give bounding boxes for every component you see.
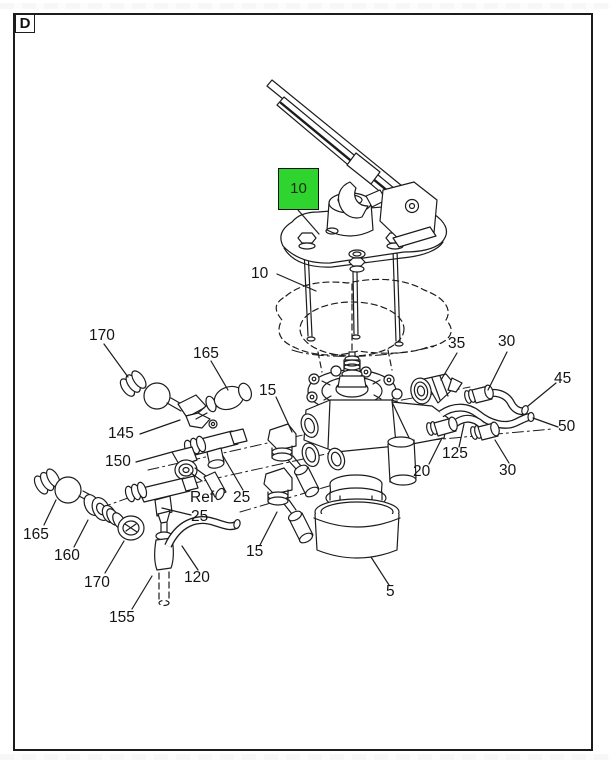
highlight-leader-line: [298, 210, 319, 234]
elbow-15-upper-group: [268, 424, 320, 499]
fitting-30-upper: [463, 384, 494, 404]
callout-fitting-30-lower: 30: [499, 462, 517, 479]
ref-tee-25: [124, 476, 198, 523]
section-label-box: D: [15, 14, 35, 33]
callout-fitting-170-lower: 170: [84, 574, 110, 591]
assembly-150: [172, 429, 247, 501]
callout-elbow-15-lower: 15: [246, 543, 264, 560]
callout-fitting-165-upper: 165: [193, 345, 219, 362]
plate-bolt-left: [298, 233, 316, 249]
callout-hose-50: 50: [558, 418, 576, 435]
flange-tabs: [307, 366, 402, 402]
callout-fitting-160: 160: [54, 547, 80, 564]
fitting-group-left-lower: [32, 467, 241, 606]
callout-tee-25-left: 25: [191, 508, 209, 525]
callout-filter-5: 5: [386, 583, 395, 600]
callout-fitting-30-upper: 30: [498, 333, 516, 350]
leader-lines: [44, 210, 558, 609]
filter-canister-5: [314, 499, 400, 558]
pedal-assembly: [267, 80, 437, 247]
fitting-170-lower: [104, 507, 144, 540]
callout-elbow-15-upper: 15: [259, 382, 277, 399]
fitting-165-lower: [32, 467, 63, 496]
callout-hose-125: 125: [442, 445, 468, 462]
plate-bolt-center: [349, 258, 365, 272]
fitting-20: [425, 416, 458, 436]
callout-tee-25-right: 25: [233, 489, 251, 506]
pedal-clevis: [338, 182, 368, 218]
print-noise-bottom: [0, 754, 610, 760]
mounting-gasket: [276, 279, 451, 356]
highlight-callout-label: 10: [290, 180, 307, 197]
fitting-group-left-upper: [118, 368, 254, 500]
callout-valve-155: 155: [109, 609, 135, 626]
print-noise-top: [0, 3, 610, 9]
hose-120: [168, 519, 241, 546]
callout-fitting-170-upper: 170: [89, 327, 115, 344]
highlight-callout-box: 10: [278, 168, 319, 210]
elbow-15-lower-group: [264, 468, 314, 545]
hose-45: [490, 393, 529, 415]
valve-spring-stack: [338, 352, 366, 387]
pedal-hinge-bracket: [380, 182, 437, 247]
fitting-group-right: [409, 374, 534, 440]
fitting-35: [409, 374, 462, 406]
callout-fitting-165-lower: 165: [23, 526, 49, 543]
pedal-pad-tab: [347, 153, 380, 184]
callout-fitting-20: 20: [413, 463, 431, 480]
callout-assembly-150: 150: [105, 453, 131, 470]
brake-valve-body: [291, 352, 448, 508]
callout-base-gasket-10: 10: [251, 265, 269, 282]
valve-ports: [291, 407, 348, 479]
section-label: D: [19, 15, 31, 32]
fitting-170-upper: [118, 368, 149, 398]
hose-50: [441, 408, 534, 425]
fitting-30-lower: [469, 421, 500, 440]
callout-ref-label: Ref: [190, 489, 215, 506]
diagram-frame: [13, 13, 593, 751]
callout-fitting-35: 35: [448, 335, 466, 352]
callout-elbow-145: 145: [108, 425, 134, 442]
fitting-165-upper: [193, 381, 254, 419]
callout-hose-120: 120: [184, 569, 210, 586]
callout-hose-45: 45: [554, 370, 572, 387]
